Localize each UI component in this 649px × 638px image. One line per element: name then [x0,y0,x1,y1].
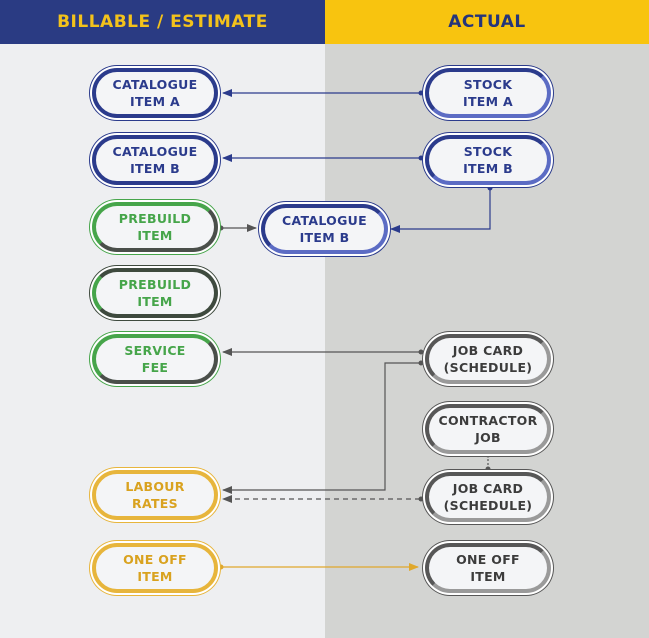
node-prebuild-item-2[interactable]: PREBUILD ITEM [92,268,218,318]
node-stock-item-b[interactable]: STOCK ITEM B [425,135,551,185]
node-labour-rates[interactable]: LABOUR RATES [92,470,218,520]
node-catalogue-item-b[interactable]: CATALOGUE ITEM B [92,135,218,185]
link-contractor-to-job-card [485,452,491,472]
link-one-off-to-one-off [218,563,419,571]
node-job-card-schedule-2[interactable]: JOB CARD (SCHEDULE) [425,472,551,522]
node-contractor-job[interactable]: CONTRACTOR JOB [425,404,551,454]
node-service-fee[interactable]: SERVICE FEE [92,334,218,384]
node-one-off-item-right[interactable]: ONE OFF ITEM [425,543,551,593]
node-prebuild-item-1[interactable]: PREBUILD ITEM [92,202,218,252]
link-job-card-to-labour-rates [222,360,424,494]
actual-header: ACTUAL [325,0,649,44]
link-job-card-to-service-fee [222,348,424,356]
link-prebuild-to-catalogue-b-mid [218,224,257,232]
billable-estimate-header: BILLABLE / ESTIMATE [0,0,325,44]
node-job-card-schedule-1[interactable]: JOB CARD (SCHEDULE) [425,334,551,384]
node-one-off-item-left[interactable]: ONE OFF ITEM [92,543,218,593]
node-catalogue-item-b-mid[interactable]: CATALOGUE ITEM B [261,204,388,254]
link-stock-b-to-catalogue-b [222,154,424,162]
node-catalogue-item-a[interactable]: CATALOGUE ITEM A [92,68,218,118]
node-stock-item-a[interactable]: STOCK ITEM A [425,68,551,118]
link-stock-b-to-catalogue-b-mid [390,185,493,233]
link-stock-a-to-catalogue-a [222,89,424,97]
link-job-card-2-to-labour-rates [222,495,424,503]
